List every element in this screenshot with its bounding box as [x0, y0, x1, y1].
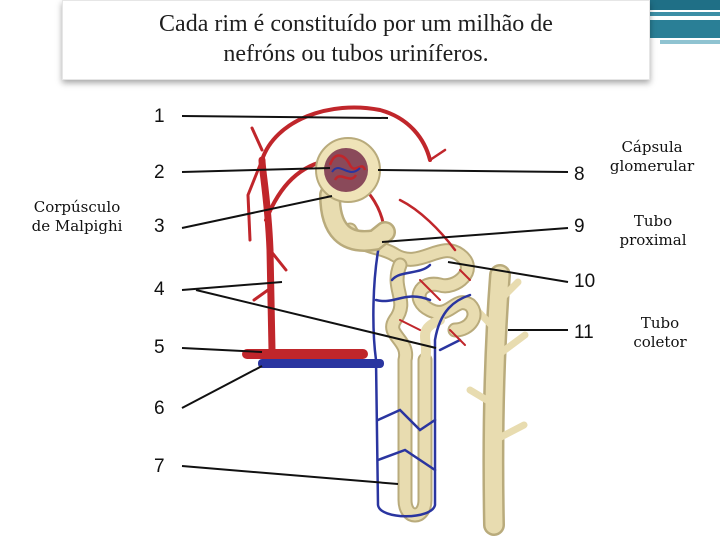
- callout-number: 5: [154, 337, 165, 358]
- title-line-2: nefróns ou tubos uriníferos.: [223, 41, 489, 67]
- callout-number: 1: [154, 106, 165, 127]
- callout-number: 4: [154, 279, 165, 300]
- callout-number: 8: [574, 164, 585, 185]
- artery-bar: [242, 349, 368, 359]
- label-line: glomerular: [609, 157, 695, 175]
- label-line: Tubo: [633, 212, 673, 230]
- vein-bar: [258, 359, 384, 368]
- label-tubo-proximal: Tubo proximal: [606, 212, 700, 250]
- collecting-duct: [466, 264, 529, 536]
- glomerulus: [315, 137, 396, 252]
- callout-number: 3: [154, 216, 165, 237]
- callout-number: 10: [574, 271, 596, 292]
- label-capsula: Cápsula glomerular: [600, 138, 704, 176]
- label-line: de Malpighi: [31, 217, 123, 235]
- title-line-1: Cada rim é constituído por um milhão de: [159, 11, 553, 37]
- callout-number: 11: [574, 322, 594, 343]
- label-tubo-coletor: Tubo coletor: [620, 314, 700, 352]
- callout-number: 6: [154, 398, 165, 419]
- veins: [372, 238, 472, 518]
- callout-number: 9: [574, 216, 585, 237]
- label-line: coletor: [633, 333, 687, 351]
- callout-number: 2: [154, 162, 165, 183]
- callout-number: 7: [154, 456, 165, 477]
- label-line: Tubo: [640, 314, 680, 332]
- label-line: proximal: [619, 231, 687, 249]
- label-line: Corpúsculo: [33, 198, 121, 216]
- title-box: Cada rim é constituído por um milhão de …: [62, 0, 650, 80]
- corner-decoration: [630, 0, 720, 44]
- label-line: Cápsula: [621, 138, 683, 156]
- label-corpusculo: Corpúsculo de Malpighi: [22, 198, 132, 236]
- leader-lines: [181, 115, 569, 485]
